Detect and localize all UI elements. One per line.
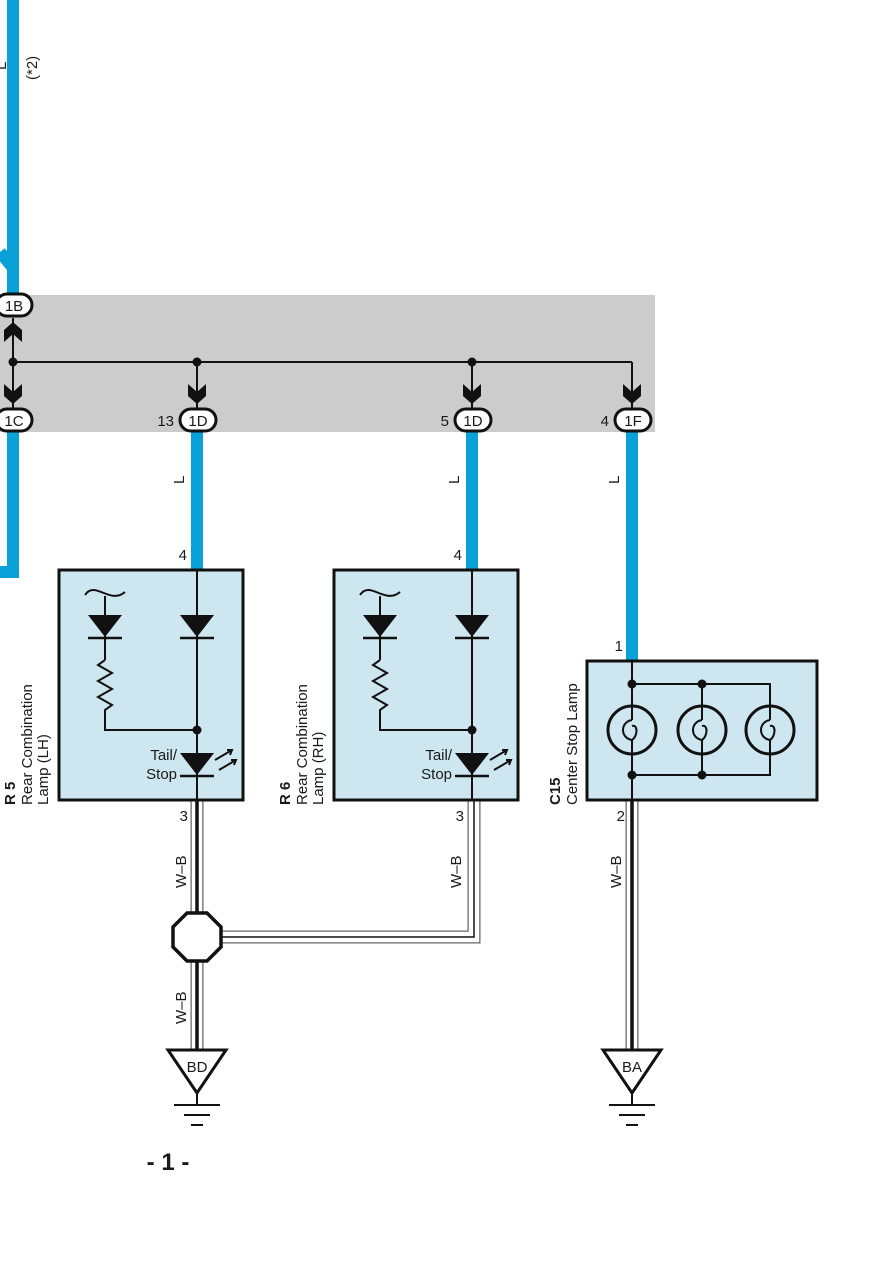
svg-text:Stop: Stop <box>421 766 452 783</box>
connector-1F: 1F 4 <box>601 407 653 433</box>
svg-text:Rear Combination: Rear Combination <box>19 684 36 805</box>
connector-1D-5: 1D 5 <box>441 407 493 433</box>
svg-text:BA: BA <box>622 1059 642 1076</box>
wire-label: W–B <box>173 855 190 888</box>
svg-text:Rear Combination: Rear Combination <box>294 684 311 805</box>
svg-text:2: 2 <box>617 808 625 825</box>
wire-note: (*2) <box>24 56 41 80</box>
light-emission-icon <box>489 749 513 771</box>
component-r6: Tail/ Stop 4 3 R 6 Rear Combination Lamp… <box>277 547 520 825</box>
svg-text:3: 3 <box>456 808 464 825</box>
svg-text:1B: 1B <box>5 298 23 315</box>
ground-icon <box>174 1093 220 1126</box>
component-r5: Tail/ Stop 4 3 R 5 Rear Combination Lamp… <box>2 547 245 825</box>
ground-bd: BD <box>165 1048 229 1126</box>
svg-text:Lamp (RH): Lamp (RH) <box>310 732 327 805</box>
svg-text:1F: 1F <box>624 413 642 430</box>
svg-text:1: 1 <box>615 638 623 655</box>
svg-text:4: 4 <box>179 547 187 564</box>
svg-text:5: 5 <box>441 413 449 430</box>
svg-text:BD: BD <box>187 1059 208 1076</box>
ground-wires <box>190 800 639 1050</box>
wire-label: W–B <box>173 991 190 1024</box>
svg-text:Stop: Stop <box>146 766 177 783</box>
light-emission-icon <box>214 749 238 771</box>
page-number: - 1 - <box>147 1149 190 1176</box>
svg-text:Lamp (LH): Lamp (LH) <box>35 734 52 805</box>
svg-text:R 6: R 6 <box>277 782 294 805</box>
svg-text:4: 4 <box>454 547 462 564</box>
svg-text:1D: 1D <box>463 413 482 430</box>
svg-text:3: 3 <box>180 808 188 825</box>
svg-text:1C: 1C <box>4 413 23 430</box>
svg-text:13: 13 <box>157 413 174 430</box>
splice-point <box>171 911 223 963</box>
svg-text:4: 4 <box>601 413 609 430</box>
junction-block <box>0 295 655 432</box>
ground-ba: BA <box>600 1048 664 1126</box>
svg-text:Tail/: Tail/ <box>150 747 178 764</box>
junction-bus <box>4 318 641 408</box>
connector-1D-13: 1D 13 <box>157 407 218 433</box>
svg-text:R 5: R 5 <box>2 782 19 805</box>
wire-label: L <box>606 476 623 484</box>
wire-label: W–B <box>448 855 465 888</box>
svg-text:1D: 1D <box>188 413 207 430</box>
component-c15: 1 2 C15 Center Stop Lamp <box>547 638 819 825</box>
wire-label: L <box>446 476 463 484</box>
wire-L <box>0 0 638 661</box>
wire-label: L <box>171 476 188 484</box>
ground-icon <box>609 1093 655 1126</box>
svg-text:Tail/: Tail/ <box>425 747 453 764</box>
connector-1B: 1B <box>0 292 34 318</box>
connector-1C: 1C <box>0 407 34 433</box>
svg-text:Center Stop Lamp: Center Stop Lamp <box>564 683 581 805</box>
wire-label: W–B <box>608 855 625 888</box>
svg-text:C15: C15 <box>547 777 564 805</box>
wire-color-label: L <box>0 62 10 70</box>
